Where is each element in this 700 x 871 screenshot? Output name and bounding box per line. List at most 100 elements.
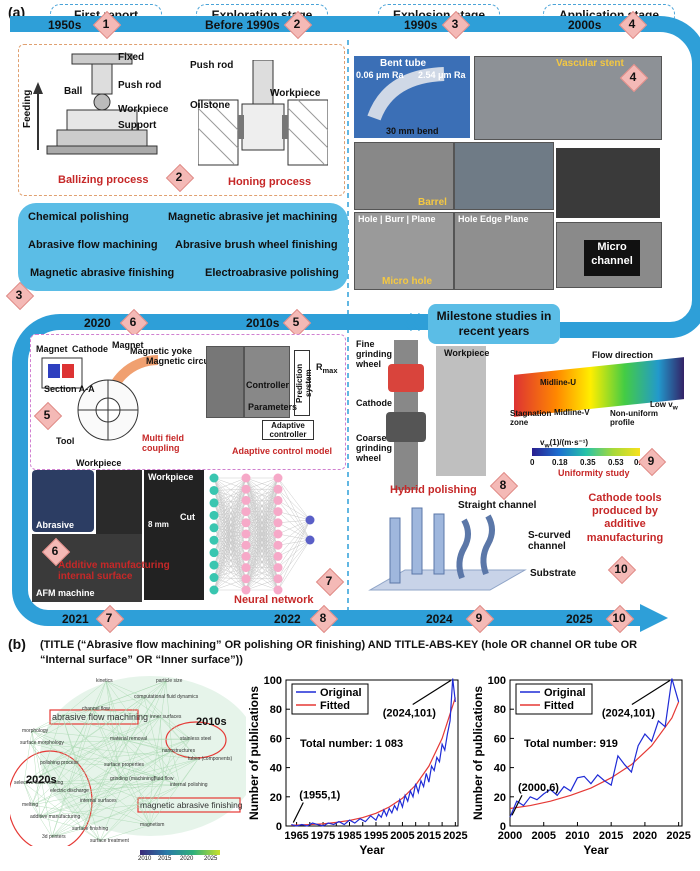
total-number-label: Total number: 919 (524, 738, 618, 750)
legend-tick-1: 0.18 (552, 458, 568, 467)
legend-title: vw(1)/(m·s⁻¹) (540, 438, 589, 450)
nn-node (241, 518, 251, 528)
network-keyword: surface finishing (72, 826, 109, 832)
substrate-label: Substrate (530, 568, 577, 579)
marker-4: 4 (621, 13, 643, 35)
nn-node (241, 495, 251, 505)
legend-entry: Fitted (544, 700, 574, 712)
year-tick-0: 2010 (138, 856, 152, 862)
ballizing-ball-label: Ball (64, 86, 83, 97)
era-2000s: 2000s (568, 18, 602, 32)
hole-row2-label: Hole Edge Plane (458, 214, 529, 224)
x-tick-label: 2000 (498, 830, 522, 842)
nn-node (209, 510, 219, 520)
y-tick-label: 0 (500, 821, 506, 833)
nn-node (241, 563, 251, 573)
neural-network-title: Neural network (234, 594, 314, 606)
annotation-arrow (511, 794, 523, 816)
marker-4-photo: 4 (622, 66, 644, 88)
nn-node (241, 574, 251, 584)
y-tick-label: 60 (270, 733, 282, 745)
nn-node (241, 507, 251, 517)
y-tick-label: 20 (494, 792, 506, 804)
nn-node (273, 540, 283, 550)
y-tick-label: 100 (264, 675, 282, 687)
mf-tool-label: Tool (56, 436, 75, 446)
nn-node (209, 473, 219, 483)
marker-5-multifield: 5 (36, 404, 58, 426)
network-keyword: selective laser melting (14, 780, 64, 786)
x-axis-label: Year (359, 843, 385, 857)
coarse-wheel-label: Coarse grinding wheel (356, 433, 392, 463)
nn-node (273, 529, 283, 539)
multifield-title: Multi field coupling (142, 433, 184, 453)
hybrid-workpiece-label: Workpiece (444, 348, 490, 358)
annotation-arrow (412, 680, 452, 706)
multifield-drawing (41, 355, 159, 441)
am-workpiece-photo (144, 470, 204, 600)
series-line-original (291, 678, 456, 827)
legend-entry: Fitted (320, 700, 350, 712)
era-2020: 2020 (84, 316, 111, 330)
series-line-fitted (509, 701, 680, 810)
method-chemical-polishing: Chemical polishing (28, 211, 129, 223)
nn-node (273, 484, 283, 494)
y-tick-label: 80 (494, 704, 506, 716)
marker-6: 6 (122, 311, 144, 333)
adaptive-parameters-label: Parameters (248, 402, 298, 412)
legend-colorbar (532, 448, 640, 456)
barrel-photo-2 (454, 142, 554, 210)
network-era-2010s: 2010s (196, 716, 227, 728)
network-keyword: magnetism (140, 822, 165, 828)
prediction-system: Prediction system (294, 350, 313, 416)
mf-magnet2-label: Magnet (112, 340, 144, 350)
year-colorbar (140, 850, 220, 855)
era-2021: 2021 (62, 612, 89, 626)
network-keyword: material removal (110, 736, 147, 742)
nn-node (241, 540, 251, 550)
network-keyword: nanostructures (162, 748, 196, 754)
honing-title: Honing process (228, 176, 312, 188)
ballizing-workpiece-label: Workpiece (118, 104, 169, 115)
am-internal-label: Additive manufacturing internal surface (58, 560, 170, 582)
network-keyword: channel flow (82, 706, 110, 712)
low-vw-label: Low vw (650, 400, 678, 412)
marker-10: 10 (608, 607, 630, 629)
coarse-grinding-wheel (386, 412, 426, 442)
annotation-start: (1955,1) (299, 790, 340, 802)
marker-8: 8 (312, 607, 334, 629)
s-curve-label: S-curved channel (528, 530, 571, 552)
ra-low-label: 0.06 μm Ra (356, 70, 404, 80)
nn-node (209, 585, 219, 595)
nn-node (273, 563, 283, 573)
nn-node (273, 551, 283, 561)
legend-tick-2: 0.35 (580, 458, 596, 467)
method-abrasive-flow: Abrasive flow machining (28, 239, 158, 251)
bent-tube-photo (354, 56, 470, 138)
mf-cathode-label: Cathode (72, 344, 108, 354)
adaptive-controller-box: Adaptive controller (262, 420, 314, 440)
network-keyword: magnetic abrasive finishing (140, 800, 243, 810)
barrel-label: Barrel (418, 197, 447, 208)
ballizing-fixed-label: Fixed (118, 52, 145, 63)
barrel-photo-1 (354, 142, 454, 210)
era-1990s: 1990s (404, 18, 438, 32)
method-magnetic-abrasive-finishing: Magnetic abrasive finishing (30, 267, 175, 279)
micro-hole-photo-1 (354, 212, 454, 290)
rmax-label: Rmax (316, 362, 338, 375)
am-size-label: 8 mm (148, 520, 169, 529)
x-tick-label: 1995 (364, 830, 388, 842)
marker-1: 1 (95, 13, 117, 35)
y-tick-label: 20 (270, 792, 282, 804)
annotation-arrow (292, 802, 304, 823)
x-tick-label: 2020 (633, 830, 657, 842)
network-keyword: internal surfaces (80, 798, 117, 804)
stagnation-label: Stagnation zone (510, 409, 552, 427)
network-keyword: stainless steel (180, 736, 212, 742)
midline-u-label: Midline-U (540, 378, 576, 387)
nn-node (273, 518, 283, 528)
adaptive-photo-2 (244, 346, 290, 418)
plot-frame (509, 679, 683, 827)
